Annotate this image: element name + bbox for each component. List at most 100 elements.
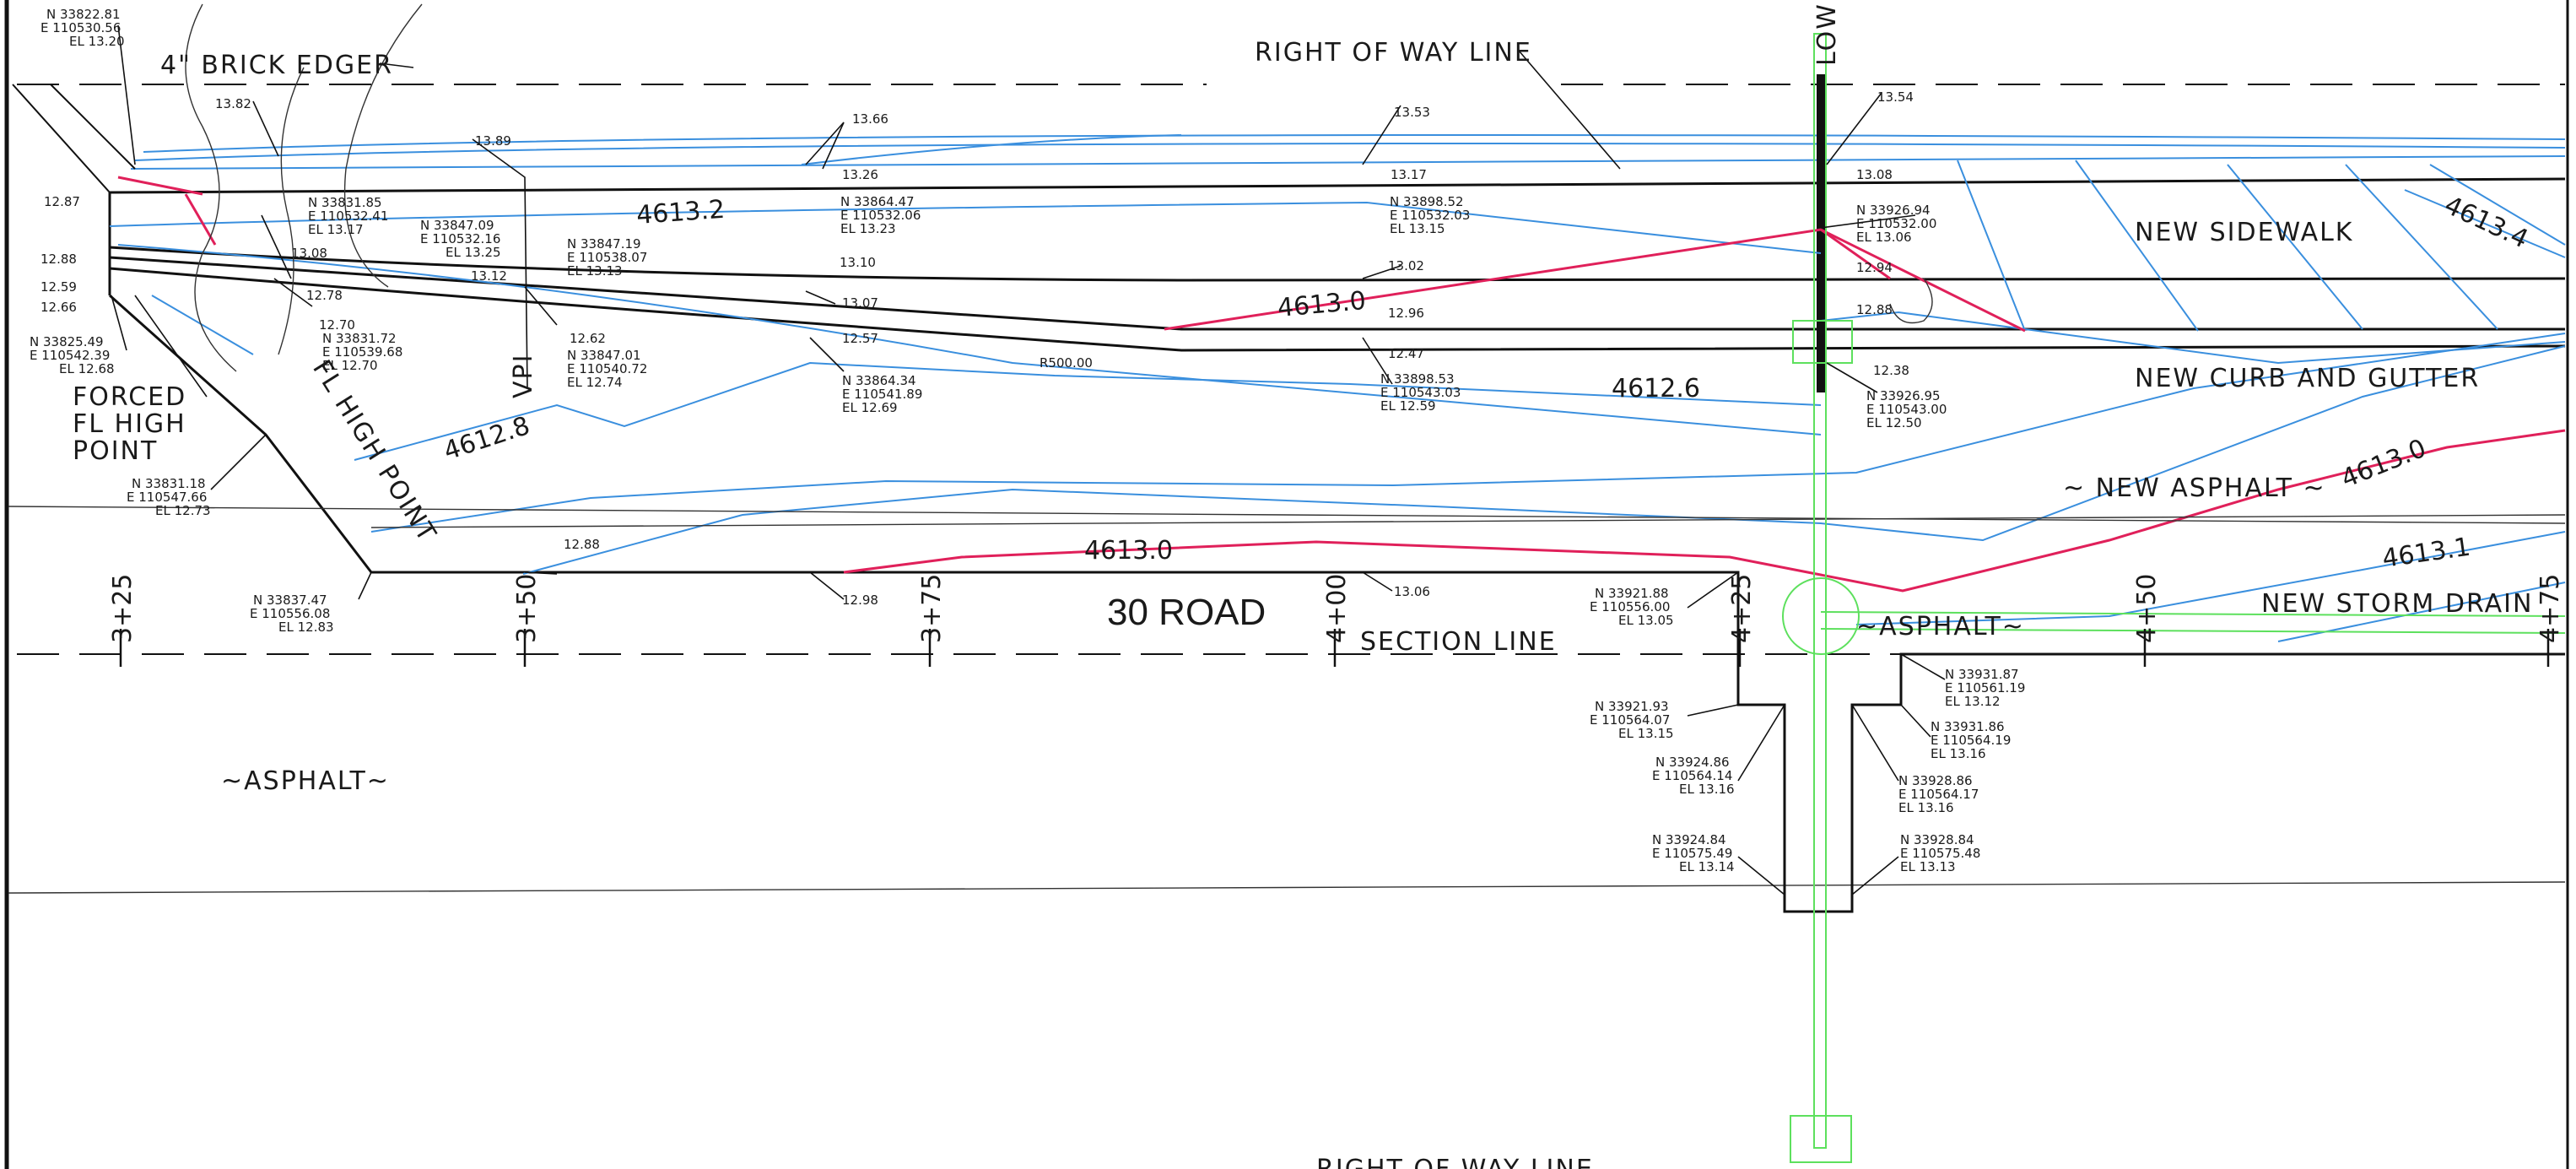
label-new-sidewalk: NEW SIDEWALK (2135, 218, 2353, 247)
label-forced-3: POINT (73, 436, 158, 466)
point-elevation: EL 13.20 (69, 34, 125, 49)
point-elevation: EL 13.15 (1390, 221, 1445, 236)
point-elevation: EL 12.74 (567, 375, 623, 390)
point-northing: N 33831.72 (322, 331, 397, 346)
inlet-box (1792, 320, 1853, 364)
point-elevation: EL 13.05 (1618, 613, 1674, 628)
spot-elevation: 12.38 (1873, 363, 1909, 378)
cross-slope-line (2227, 164, 2363, 330)
spot-elevation: 13.08 (1856, 167, 1893, 182)
spot-elevation: 13.53 (1394, 105, 1430, 120)
point-easting: E 110532.16 (420, 231, 500, 246)
label-road-name: 30 ROAD (1107, 592, 1266, 633)
label-new-storm-drain: NEW STORM DRAIN (2261, 589, 2533, 619)
cross-slope-line (2075, 160, 2199, 332)
storm-inlet-outline (1736, 652, 2565, 913)
point-elevation: EL 13.12 (1945, 694, 2001, 709)
point-northing: N 33822.81 (46, 7, 121, 22)
point-northing: N 33831.18 (132, 476, 206, 491)
point-block: N 33898.52 E 110532.03 EL 13.15 (1390, 194, 1470, 236)
contour-line (801, 134, 1182, 165)
contour-label: 4613.4 (2440, 191, 2533, 255)
point-block: N 33837.47 E 110556.08 EL 12.83 (250, 593, 334, 635)
point-block: N 33921.88 E 110556.00 EL 13.05 (1590, 586, 1674, 628)
contour-label: 4613.0 (1084, 536, 1173, 566)
contour-line (130, 155, 2566, 170)
spot-elevation: 12.66 (41, 300, 77, 315)
asphalt-edge-thin (8, 506, 2566, 524)
spot-elevation: 13.82 (215, 96, 251, 111)
point-block: N 33924.86 E 110564.14 EL 13.16 (1652, 755, 1735, 797)
station-label: 4+25 (1727, 574, 1757, 643)
label-new-curb: NEW CURB AND GUTTER (2135, 364, 2480, 393)
point-northing: N 33847.19 (567, 236, 641, 252)
point-elevation: EL 12.70 (322, 358, 378, 373)
spot-elevation: 13.08 (291, 246, 327, 261)
spot-elevation: 12.88 (41, 252, 77, 267)
contour-label: 4613.1 (2380, 533, 2472, 574)
contour-label: 4612.6 (1612, 374, 1700, 403)
station-label: 4+50 (2132, 574, 2162, 643)
storm-drain-lateral (1820, 611, 2566, 634)
curb-flowline (109, 267, 2566, 352)
label-radius: R500.00 (1040, 355, 1093, 371)
point-block: N 33864.34 E 110541.89 EL 12.69 (842, 373, 922, 415)
point-block: N 33831.18 E 110547.66 EL 12.73 (127, 476, 211, 518)
spot-elevation: 13.02 (1388, 258, 1424, 273)
point-easting: E 110564.17 (1898, 787, 1979, 802)
point-block: N 33847.09 E 110532.16 EL 13.25 (420, 218, 501, 260)
station-ticks (119, 629, 2550, 667)
spot-elevation: 12.96 (1388, 306, 1424, 321)
contour-4613-0-left (117, 176, 217, 246)
point-northing: N 33931.87 (1945, 667, 2019, 682)
point-easting: E 110532.06 (840, 208, 921, 223)
point-northing: N 33837.47 (253, 593, 327, 608)
contour-line (143, 134, 2566, 153)
point-block: N 33822.81 E 110530.56 EL 13.20 (41, 7, 125, 49)
point-easting: E 110556.00 (1590, 599, 1670, 614)
point-northing: N 33926.95 (1866, 388, 1941, 403)
spot-elevation: 13.66 (852, 111, 888, 127)
contour-4613-1 (1855, 531, 2566, 625)
sidewalk-back-edge (109, 177, 2566, 194)
spot-elevation: 12.62 (570, 331, 606, 346)
point-block: N 33926.94 E 110532.00 EL 13.06 (1856, 203, 1936, 245)
point-elevation: EL 13.25 (446, 245, 501, 260)
point-easting: E 110564.19 (1931, 733, 2011, 748)
point-easting: E 110539.68 (322, 344, 402, 360)
point-elevation: EL 12.59 (1380, 398, 1436, 414)
contour-line (370, 333, 2566, 533)
spot-elevation: 12.57 (842, 331, 878, 346)
manhole-circle (1782, 577, 1860, 655)
point-easting: E 110547.66 (127, 490, 207, 505)
point-block: N 33831.85 E 110532.41 EL 13.17 (308, 195, 388, 237)
freehand-line (185, 3, 237, 372)
spot-elevation: 12.78 (306, 288, 343, 303)
freehand-line (343, 3, 423, 288)
point-northing: N 33921.93 (1595, 699, 1669, 714)
point-elevation: EL 12.69 (842, 400, 898, 415)
point-northing: N 33898.53 (1380, 371, 1455, 387)
contour-line (151, 295, 254, 355)
label-fl-high-point: FL HIGH POINT (306, 355, 442, 549)
point-elevation: EL 12.50 (1866, 415, 1922, 430)
point-easting: E 110561.19 (1945, 680, 2025, 695)
point-elevation: EL 12.73 (155, 503, 211, 518)
leader-lines (111, 24, 1946, 896)
point-elevation: EL 12.68 (59, 361, 115, 376)
label-new-asphalt: ~ NEW ASPHALT ~ (2063, 474, 2326, 503)
spot-elevation: 13.07 (842, 295, 878, 311)
label-section-line: SECTION LINE (1360, 627, 1557, 657)
contour-red (1820, 228, 1891, 280)
spot-elevations: 13.82 13.89 13.66 13.53 13.54 13.26 13.1… (41, 89, 1914, 608)
point-block: N 33847.01 E 110540.72 EL 12.74 (567, 348, 647, 390)
point-northing: N 33898.52 (1390, 194, 1464, 209)
contour-label: 4612.8 (440, 411, 534, 467)
point-northing: N 33928.86 (1898, 773, 1973, 788)
label-row-line-bottom: RIGHT OF WAY LINE (1316, 1155, 1594, 1169)
point-northing: N 33921.88 (1595, 586, 1669, 601)
point-northing: N 33847.09 (420, 218, 494, 233)
point-elevation: EL 12.83 (278, 620, 334, 635)
point-easting: E 110530.56 (41, 20, 121, 35)
asphalt-edge-thin (8, 881, 2566, 894)
